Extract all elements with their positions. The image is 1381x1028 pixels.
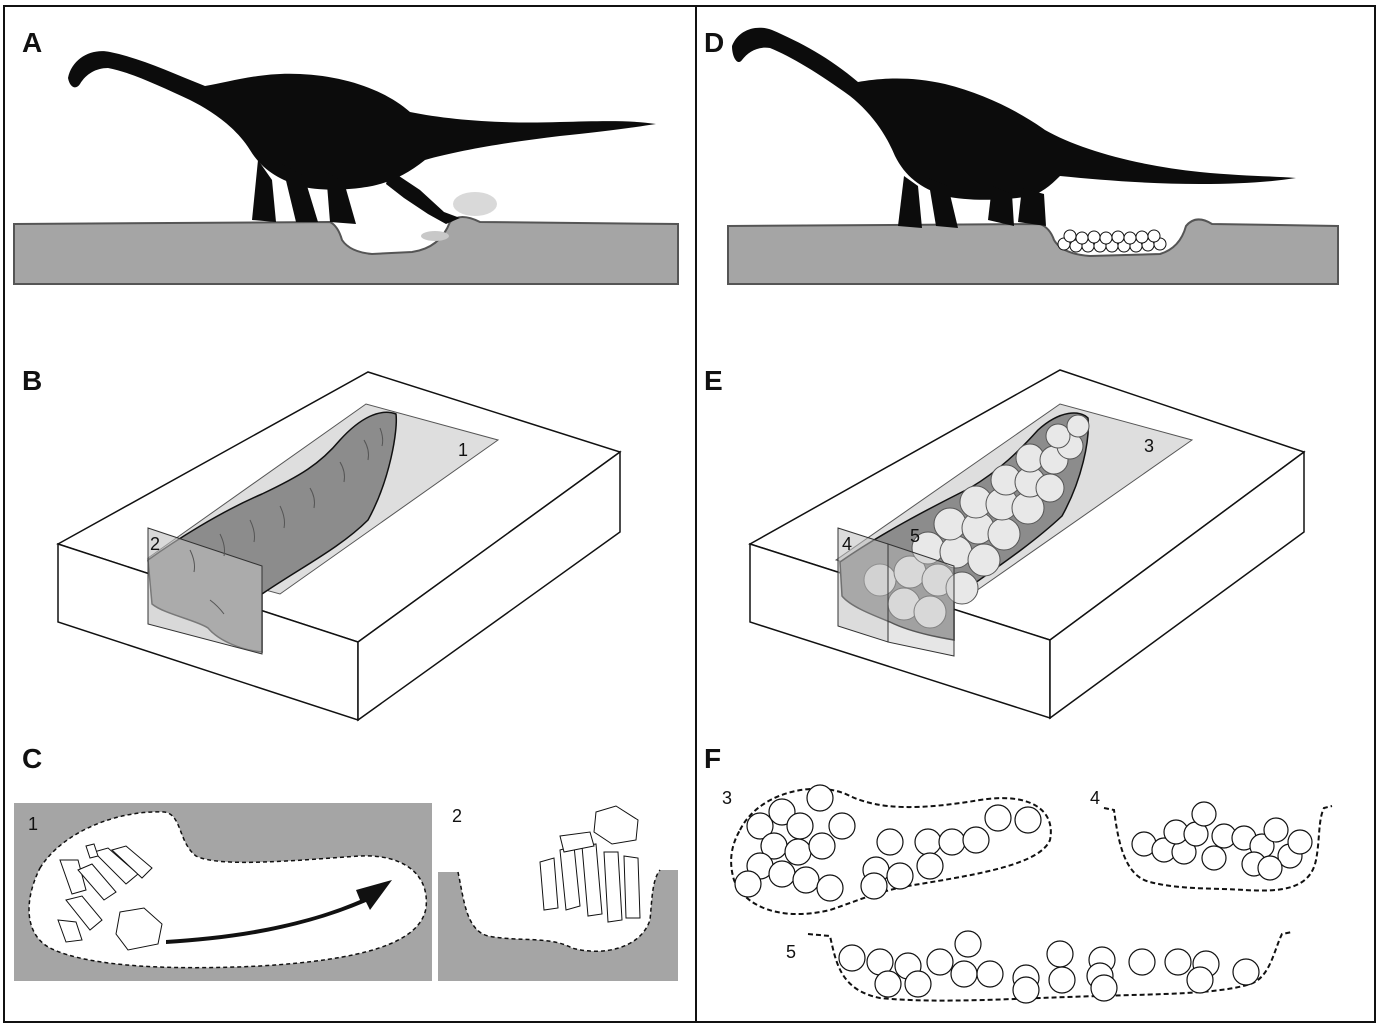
section-label-2: 2 <box>452 806 462 826</box>
panel-a-label: A <box>22 27 42 58</box>
clutch-outline-f3 <box>730 787 1052 915</box>
egg-cluster-f3 <box>734 784 1042 902</box>
dust-cloud-2 <box>421 231 449 241</box>
plane-label-3: 3 <box>1144 436 1154 456</box>
panel-d-ground <box>727 218 1339 285</box>
section-plane-5 <box>887 543 955 657</box>
section-view-c2: 2 <box>438 803 678 981</box>
egg-cluster-f5 <box>838 930 1260 1004</box>
foot-bones-c2 <box>539 805 641 923</box>
egg-clutch-d <box>1057 229 1167 253</box>
section-label-3: 3 <box>722 788 732 808</box>
panel-a-ground <box>13 216 679 285</box>
panel-c: C 1 <box>14 743 678 981</box>
sauropod-silhouette-a <box>68 51 656 224</box>
panel-b: B 1 2 <box>22 365 622 722</box>
panel-f: F 3 <box>704 743 1333 1004</box>
clutch-outline-f4 <box>1103 805 1333 892</box>
plane-label-1: 1 <box>458 440 468 460</box>
panel-b-label: B <box>22 365 42 396</box>
footprint-section-c2 <box>438 870 678 981</box>
panel-d: D <box>704 27 1339 285</box>
foot-bones-c1 <box>57 843 163 951</box>
egg-clutch-e <box>863 414 1090 629</box>
panel-e: E 3 4 5 <box>704 365 1306 720</box>
cavity-texture-lines-b <box>189 427 384 615</box>
panel-a: A <box>13 27 679 285</box>
egg-cluster-f4 <box>1131 801 1313 881</box>
curved-arrow-icon <box>166 880 392 944</box>
section-label-5: 5 <box>786 942 796 962</box>
panel-f-label: F <box>704 743 721 774</box>
section-label-1: 1 <box>28 814 38 834</box>
section-view-f5: 5 <box>786 930 1293 1004</box>
panel-c-label: C <box>22 743 42 774</box>
panel-e-label: E <box>704 365 723 396</box>
section-view-f4: 4 <box>1090 788 1333 892</box>
clutch-outline-f5 <box>807 931 1293 1002</box>
panel-d-label: D <box>704 27 724 58</box>
plane-label-2: 2 <box>150 534 160 554</box>
section-view-c1: 1 <box>14 803 432 981</box>
plane-label-4: 4 <box>842 534 852 554</box>
sauropod-silhouette-d <box>732 27 1296 228</box>
dust-cloud <box>453 192 497 216</box>
plane-label-5: 5 <box>910 526 920 546</box>
section-view-f3: 3 <box>722 784 1052 915</box>
section-label-4: 4 <box>1090 788 1100 808</box>
